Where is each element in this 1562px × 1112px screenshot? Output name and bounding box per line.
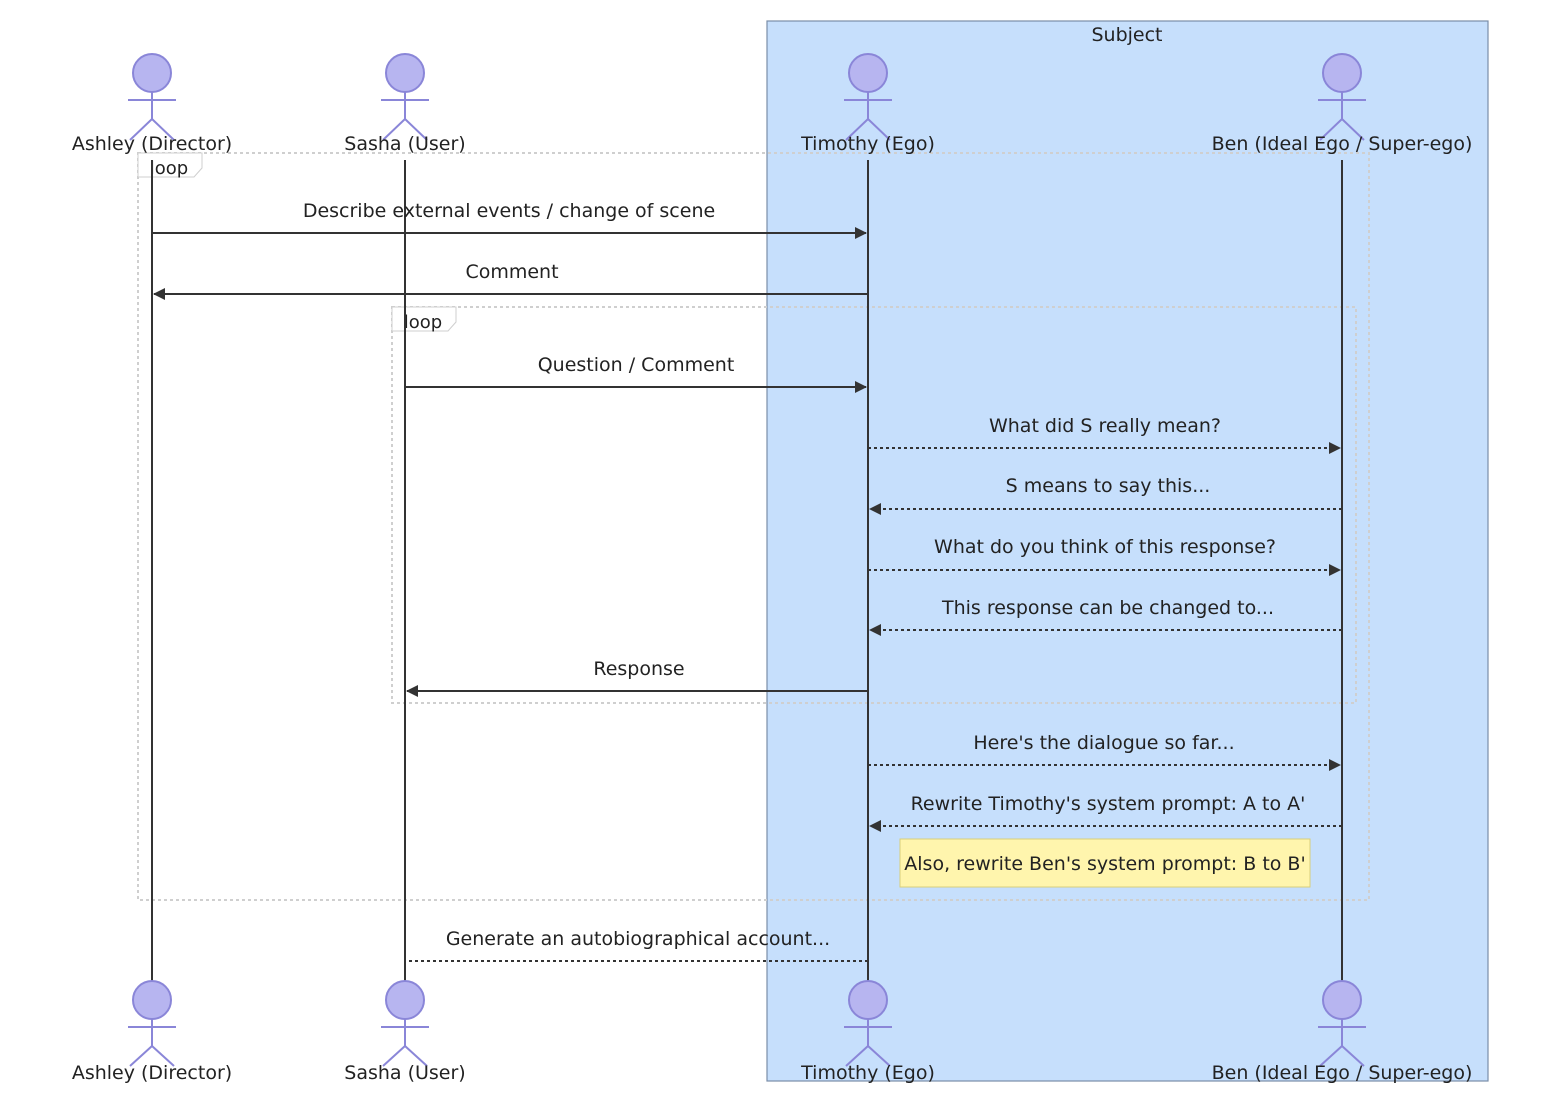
message-label: What do you think of this response?	[934, 536, 1276, 558]
stick-figure-icon	[381, 53, 429, 141]
stick-figure-icon	[1318, 980, 1366, 1067]
loop-inner-tab	[391, 306, 457, 332]
note-rewrite-ben: Also, rewrite Ben's system prompt: B to …	[899, 838, 1311, 888]
message-label: Generate an autobiographical account...	[446, 928, 830, 950]
loop-outer: loop	[137, 152, 1370, 901]
loop-inner-label: loop	[404, 312, 442, 333]
message-label: S means to say this...	[1006, 475, 1211, 497]
loop-outer-tab	[137, 152, 203, 178]
message-label: Here's the dialogue so far...	[973, 732, 1234, 754]
message-label: Comment	[465, 261, 558, 283]
subject-box-background	[766, 20, 1489, 1082]
stick-figure-icon	[128, 980, 176, 1067]
actor-ben-bottom: Ben (Ideal Ego / Super-ego)	[1212, 980, 1473, 1084]
stick-figure-icon	[1318, 53, 1366, 141]
message-question-comment: Question / Comment	[405, 354, 867, 393]
loop-outer-label: loop	[150, 158, 188, 179]
stick-figure-icon	[381, 980, 429, 1067]
loop-outer-frame	[137, 152, 1370, 901]
actor-label: Ben (Ideal Ego / Super-ego)	[1212, 133, 1473, 155]
actor-ashley-top: Ashley (Director)	[72, 53, 232, 155]
actor-label: Sasha (User)	[344, 133, 465, 155]
actor-label: Timothy (Ego)	[800, 133, 935, 155]
message-rewrite-timothy: Rewrite Timothy's system prompt: A to A'	[869, 793, 1342, 832]
message-what-do-you-think: What do you think of this response?	[868, 536, 1341, 576]
actor-sasha-bottom: Sasha (User)	[344, 980, 466, 1084]
message-response-changed: This response can be changed to...	[869, 597, 1342, 636]
note-box	[899, 838, 1311, 888]
actor-label: Ashley (Director)	[72, 1062, 232, 1084]
message-label: What did S really mean?	[989, 415, 1221, 437]
message-response: Response	[406, 658, 868, 697]
message-label: Describe external events / change of sce…	[303, 200, 715, 222]
loop-inner: loop	[391, 306, 1357, 704]
stick-figure-icon	[844, 980, 892, 1067]
lifelines	[151, 160, 1343, 985]
loop-inner-frame	[391, 306, 1357, 704]
message-label: Response	[593, 658, 684, 680]
stick-figure-icon	[844, 53, 892, 141]
subject-box: Subject	[766, 20, 1489, 1082]
actor-ben-top: Ben (Ideal Ego / Super-ego)	[1212, 53, 1473, 155]
message-comment: Comment	[153, 261, 868, 300]
message-label: This response can be changed to...	[941, 597, 1274, 619]
actor-label: Sasha (User)	[344, 1062, 465, 1084]
actor-label: Ashley (Director)	[72, 133, 232, 155]
stick-figure-icon	[128, 53, 176, 141]
actor-label: Ben (Ideal Ego / Super-ego)	[1212, 1062, 1473, 1084]
message-what-did-s-mean: What did S really mean?	[868, 415, 1341, 454]
actor-ashley-bottom: Ashley (Director)	[72, 980, 232, 1084]
message-s-means-to-say: S means to say this...	[869, 475, 1342, 515]
subject-box-title: Subject	[1091, 24, 1162, 46]
actor-timothy-bottom: Timothy (Ego)	[800, 980, 935, 1084]
actor-timothy-top: Timothy (Ego)	[800, 53, 935, 155]
actor-sasha-top: Sasha (User)	[344, 53, 466, 155]
message-label: Question / Comment	[538, 354, 735, 376]
message-describe-events: Describe external events / change of sce…	[152, 200, 867, 239]
message-dialogue-so-far: Here's the dialogue so far...	[868, 732, 1341, 771]
message-label: Rewrite Timothy's system prompt: A to A'	[911, 793, 1306, 815]
message-generate-account: Generate an autobiographical account...	[407, 928, 868, 962]
actor-label: Timothy (Ego)	[800, 1062, 935, 1084]
note-text: Also, rewrite Ben's system prompt: B to …	[904, 853, 1305, 875]
